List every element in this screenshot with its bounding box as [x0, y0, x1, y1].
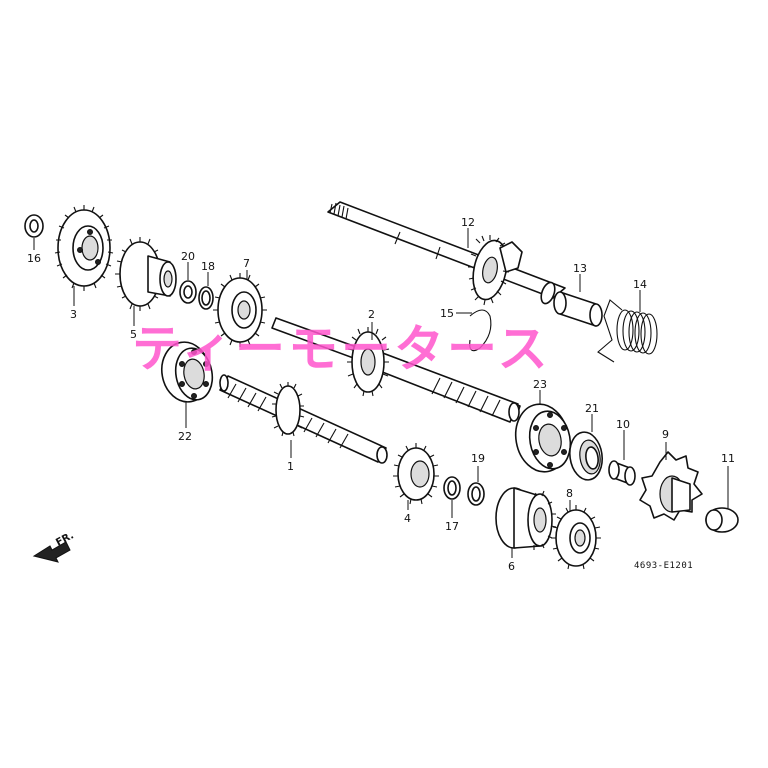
- kick-return-spring: [597, 299, 658, 363]
- callout-1: 1: [287, 460, 294, 473]
- mainshaft: [219, 374, 388, 464]
- countershaft-gear: [347, 327, 390, 397]
- callout-9: 9: [662, 428, 669, 441]
- washer-20: [179, 280, 197, 304]
- callout-16: 16: [27, 252, 41, 265]
- drawing-code: 4693-E1201: [634, 561, 693, 571]
- callout-7: 7: [243, 257, 250, 270]
- mainshaft-integral-gear: [271, 382, 305, 437]
- callout-18: 18: [201, 260, 215, 273]
- kick-collar: [553, 291, 603, 327]
- circlip-17: [443, 476, 461, 500]
- callout-14: 14: [633, 278, 647, 291]
- oil-seal: [569, 431, 603, 481]
- callout-8: 8: [566, 487, 573, 500]
- circlip-18: [198, 286, 214, 310]
- bearing-22: [160, 341, 214, 403]
- callout-17: 17: [445, 520, 459, 533]
- callout-6: 6: [508, 560, 515, 573]
- gear-4: [393, 443, 439, 505]
- callout-11: 11: [721, 452, 735, 465]
- fixing-plate: [705, 507, 739, 533]
- bearing-23: [514, 403, 572, 473]
- gear-5: [115, 237, 177, 311]
- ratchet-spring: [469, 309, 492, 352]
- callout-19: 19: [471, 452, 485, 465]
- callout-3: 3: [70, 308, 77, 321]
- callout-4: 4: [404, 512, 411, 525]
- front-direction-arrow: FR.: [32, 530, 76, 563]
- callout-22: 22: [178, 430, 192, 443]
- callout-20: 20: [181, 250, 195, 263]
- gear-7: [213, 273, 267, 347]
- callout-2: 2: [368, 308, 375, 321]
- callout-23: 23: [533, 378, 547, 391]
- callout-13: 13: [573, 262, 587, 275]
- gear-6: [495, 487, 557, 550]
- callouts: 1 2 3 4 5 6 7 8 9 10 11 12 13 14 15 16 1: [27, 216, 735, 573]
- callout-21: 21: [585, 402, 599, 415]
- drive-sprocket: [639, 451, 703, 521]
- gear-3: [54, 205, 114, 291]
- distance-collar: [608, 460, 636, 486]
- callout-5: 5: [130, 328, 137, 341]
- callout-10: 10: [616, 418, 630, 431]
- kick-starter-spindle: [327, 201, 566, 305]
- kick-starter-gear: [468, 235, 523, 306]
- gear-8: [551, 505, 601, 570]
- washer-19: [467, 482, 485, 506]
- thrust-washer-16: [24, 214, 44, 238]
- callout-15: 15: [440, 307, 454, 320]
- shop-watermark: ティーモータース: [132, 320, 551, 378]
- callout-12: 12: [461, 216, 475, 229]
